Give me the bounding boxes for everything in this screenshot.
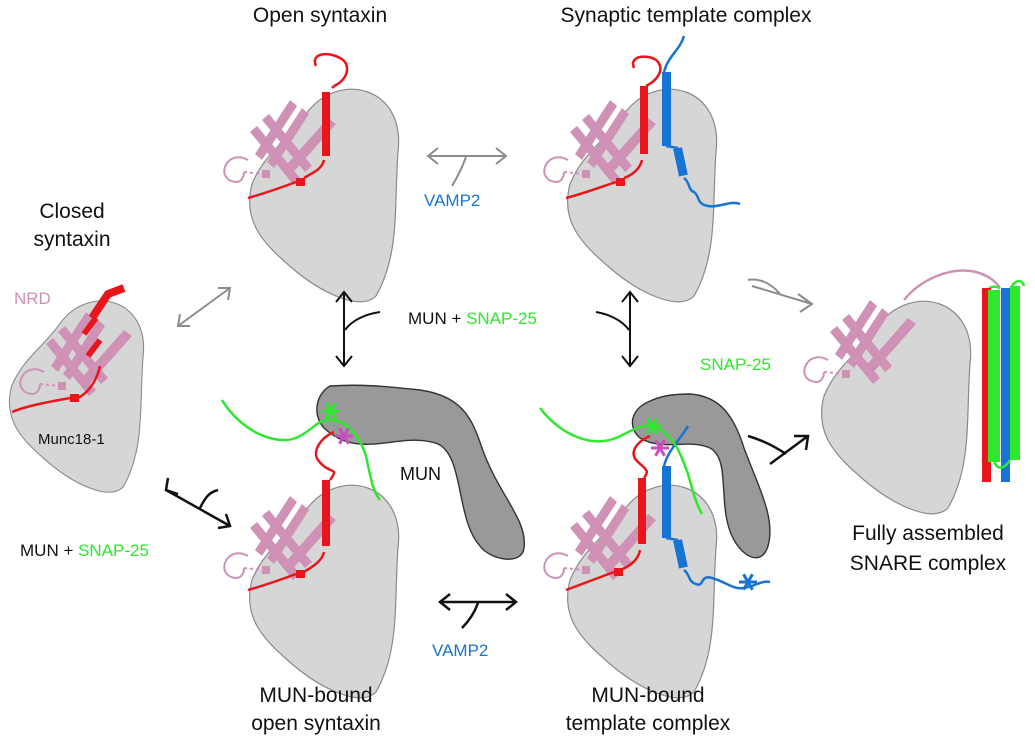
mun-bound-template-title-2: template complex <box>566 712 731 735</box>
mun-label: MUN <box>400 464 441 484</box>
arrow-right-icon <box>747 278 814 313</box>
mun-bound-open-title-2: open syntaxin <box>251 712 381 735</box>
syntaxin-helix <box>638 478 646 544</box>
double-arrow-icon <box>164 477 232 530</box>
synaptic-template-complex: Synaptic template complex <box>543 4 812 303</box>
mun-bound-open-syntaxin: MUN MUN-bound open syntaxin <box>220 384 525 735</box>
arrow-right-icon <box>747 434 810 466</box>
arrows: VAMP2 MUN + SNAP-25 MUN <box>20 147 814 660</box>
vamp2-helix <box>1001 288 1010 482</box>
fully-assembled-title-2: SNARE complex <box>850 552 1007 575</box>
mun-plus-label-bottom: MUN + SNAP-25 <box>20 541 149 560</box>
nrd-label: NRD <box>14 289 51 308</box>
snap25-helix-2 <box>1010 286 1020 460</box>
double-arrow-icon <box>437 593 519 629</box>
double-arrow-icon <box>335 290 381 368</box>
munc18-label: Munc18-1 <box>38 431 105 448</box>
vamp2-label-top: VAMP2 <box>424 191 480 210</box>
vamp2-label-bottom: VAMP2 <box>432 641 488 660</box>
mun-plus-label-top: MUN + SNAP-25 <box>408 309 537 328</box>
double-arrow-icon <box>595 290 639 368</box>
open-syntaxin-complex: Open syntaxin <box>223 4 400 303</box>
syntaxin-helix <box>982 288 991 482</box>
snap25-label: SNAP-25 <box>700 355 771 374</box>
closed-syntaxin-title-2: syntaxin <box>33 228 110 251</box>
double-arrow-icon <box>176 287 232 327</box>
fully-assembled-snare-complex: Fully assembled SNARE complex SNAP-25 <box>700 269 1026 575</box>
snap25-helix-1 <box>988 290 1000 462</box>
synaptic-template-title: Synaptic template complex <box>561 4 812 27</box>
closed-syntaxin-complex: Closed syntaxin NRD Munc18-1 <box>8 200 145 493</box>
vamp2-chain <box>662 35 741 208</box>
syntaxin-helix <box>640 86 648 154</box>
fully-assembled-title-1: Fully assembled <box>852 522 1004 545</box>
snap25-chain <box>220 399 382 501</box>
mun-bound-template-title-1: MUN-bound <box>591 684 704 707</box>
syntaxin-helix <box>322 480 330 546</box>
syntaxin-helix <box>322 92 330 156</box>
double-arrow-icon <box>426 147 508 187</box>
closed-syntaxin-title-1: Closed <box>39 200 104 223</box>
mun-domain <box>316 384 525 560</box>
open-syntaxin-title: Open syntaxin <box>253 4 387 27</box>
syntaxin-closed-helix <box>88 284 126 321</box>
mun-bound-template-complex: MUN-bound template complex <box>539 393 771 735</box>
mun-bound-open-title-1: MUN-bound <box>259 684 372 707</box>
